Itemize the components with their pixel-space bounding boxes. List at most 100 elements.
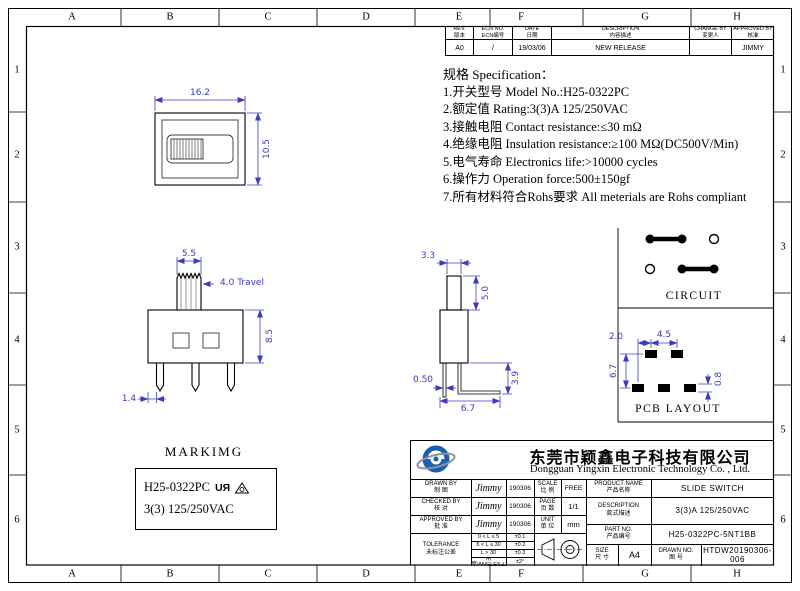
- rev-header: DATE: [524, 26, 540, 32]
- grid-col-label: F: [518, 568, 524, 580]
- date-value: 19/03/06: [513, 40, 552, 56]
- sheet-frame: [8, 8, 792, 583]
- dim-side-knob-h: 5.0: [481, 285, 491, 301]
- spec-line: 3.接触电阻 Contact resistance:≤30 mΩ: [443, 119, 642, 134]
- pcb-layout-label: PCB LAYOUT: [635, 403, 721, 415]
- company-logo-icon: [416, 445, 456, 473]
- section-dividers: [617, 228, 774, 423]
- dim-top-height: 10.5: [262, 138, 272, 160]
- grid-col-label: E: [455, 568, 463, 580]
- rev-header: ECN NO.: [481, 26, 505, 32]
- grid-col-label: E: [455, 11, 463, 23]
- company-name-cn: 东莞市颖鑫电子科技有限公司: [529, 450, 751, 467]
- grid-col-label: G: [641, 11, 649, 23]
- grid-col-label: G: [641, 568, 649, 580]
- grid-col-label: B: [166, 568, 174, 580]
- dim-pcb-offset: 2.0: [608, 332, 624, 342]
- drawn-by-signature: Jimmy: [475, 482, 502, 494]
- grid-row-label: 1: [14, 64, 20, 76]
- description-value: 3(3)A 125/250VAC: [675, 506, 750, 515]
- rev-header: CHANGE BY: [694, 26, 727, 32]
- grid-col-label: H: [733, 11, 741, 23]
- product-name-value: SLIDE SWITCH: [681, 483, 744, 493]
- size-value: A4: [628, 550, 640, 560]
- dim-body-height: 8.5: [265, 328, 275, 344]
- pcb-pads: [632, 350, 696, 392]
- grid-row-label: 4: [780, 334, 786, 346]
- dim-travel: 4.0 Travel: [220, 278, 264, 288]
- grid-col-label: C: [264, 11, 272, 23]
- grid-row-label: 5: [14, 424, 20, 436]
- tolerance-value: ±2°: [515, 558, 525, 565]
- grid-col-label: A: [68, 568, 76, 580]
- projection-symbol-icon: [537, 538, 583, 561]
- spec-line: 5.电气寿命 Electronics life:>10000 cycles: [443, 154, 658, 169]
- marking-title: MARKIMG: [164, 444, 244, 459]
- tolerance-range: L > 30: [480, 550, 497, 556]
- page-value: 1/1: [568, 501, 579, 511]
- grid-row-label: 4: [14, 334, 20, 346]
- grid-row-label: 6: [14, 514, 20, 526]
- change-by-value: [690, 40, 732, 56]
- checked-by-signature: Jimmy: [475, 500, 502, 512]
- front-view: [147, 272, 244, 393]
- dim-top-width: 16.2: [189, 88, 211, 98]
- approved-by-signature: Jimmy: [475, 518, 502, 530]
- spec-line: 6.操作力 Operation force:500±150gf: [443, 172, 631, 186]
- ecn-value: /: [474, 40, 513, 56]
- rev-value: A0: [446, 40, 474, 56]
- marking-model: H25-0322PC: [144, 480, 210, 494]
- tolerance-range: 5 < L ≤ 30: [476, 542, 501, 548]
- marking-box: H25-0322PC RU 3(3) 125/250VAC: [135, 468, 277, 530]
- tuv-icon: [235, 481, 250, 493]
- spec-line: 4.绝缘电阻 Insulation resistance:≥100 MΩ(DC5…: [443, 137, 739, 151]
- circuit-diagram: [644, 233, 720, 275]
- spec-title: 规格 Specification：: [443, 67, 554, 82]
- grid-row-label: 3: [780, 241, 786, 253]
- grid-col-label: C: [264, 568, 272, 580]
- side-view: [439, 275, 501, 398]
- marking-rating: 3(3) 125/250VAC: [144, 502, 234, 516]
- part-no-label: PART NO.产品编号: [604, 526, 633, 541]
- grid-row-label: 6: [780, 514, 786, 526]
- spec-line: 2.额定值 Rating:3(3)A 125/250VAC: [443, 102, 628, 116]
- spec-line: 1.开关型号 Model No.:H25-0322PC: [443, 84, 630, 99]
- ul-recognized-icon: RU: [214, 481, 231, 494]
- dimension-lines: [138, 96, 712, 408]
- dim-side-knob-w: 3.3: [420, 251, 436, 261]
- title-block: 东莞市颖鑫电子科技有限公司 Dongguan Yingxin Electroni…: [410, 440, 774, 566]
- grid-row-label: 1: [780, 64, 786, 76]
- grid-col-label: B: [166, 11, 174, 23]
- dim-pcb-pitch: 4.5: [656, 330, 672, 340]
- dim-pin-length: 3.9: [511, 370, 521, 386]
- grid-col-label: H: [733, 568, 741, 580]
- unit-value: mm: [567, 519, 580, 529]
- circuit-label: CIRCUIT: [665, 290, 723, 302]
- specification-block: 规格 Specification： 1.开关型号 Model No.:H25-0…: [443, 66, 783, 206]
- approved-by-value: JIMMY: [742, 44, 764, 52]
- spec-line: 7.所有材料符合Rohs要求 All meterials are Rohs co…: [443, 189, 747, 204]
- grid-row-label: 3: [14, 241, 20, 253]
- part-no-value: H25-0322PC-5NT1BB: [668, 529, 757, 539]
- top-view: [154, 112, 246, 186]
- dim-pin-thickness: 0.50: [412, 375, 434, 385]
- description-value: NEW RELEASE: [552, 40, 690, 56]
- checked-date: 190306: [509, 502, 531, 510]
- tolerance-value: ±0.3: [514, 550, 526, 556]
- drawn-no-value: HTDW20190306-006: [703, 546, 772, 564]
- rev-header: DESCRIPTION: [601, 26, 640, 32]
- grid-row-label: 5: [780, 424, 786, 436]
- grid-col-label: D: [362, 568, 370, 580]
- tolerance-value: ±0.1: [514, 534, 526, 540]
